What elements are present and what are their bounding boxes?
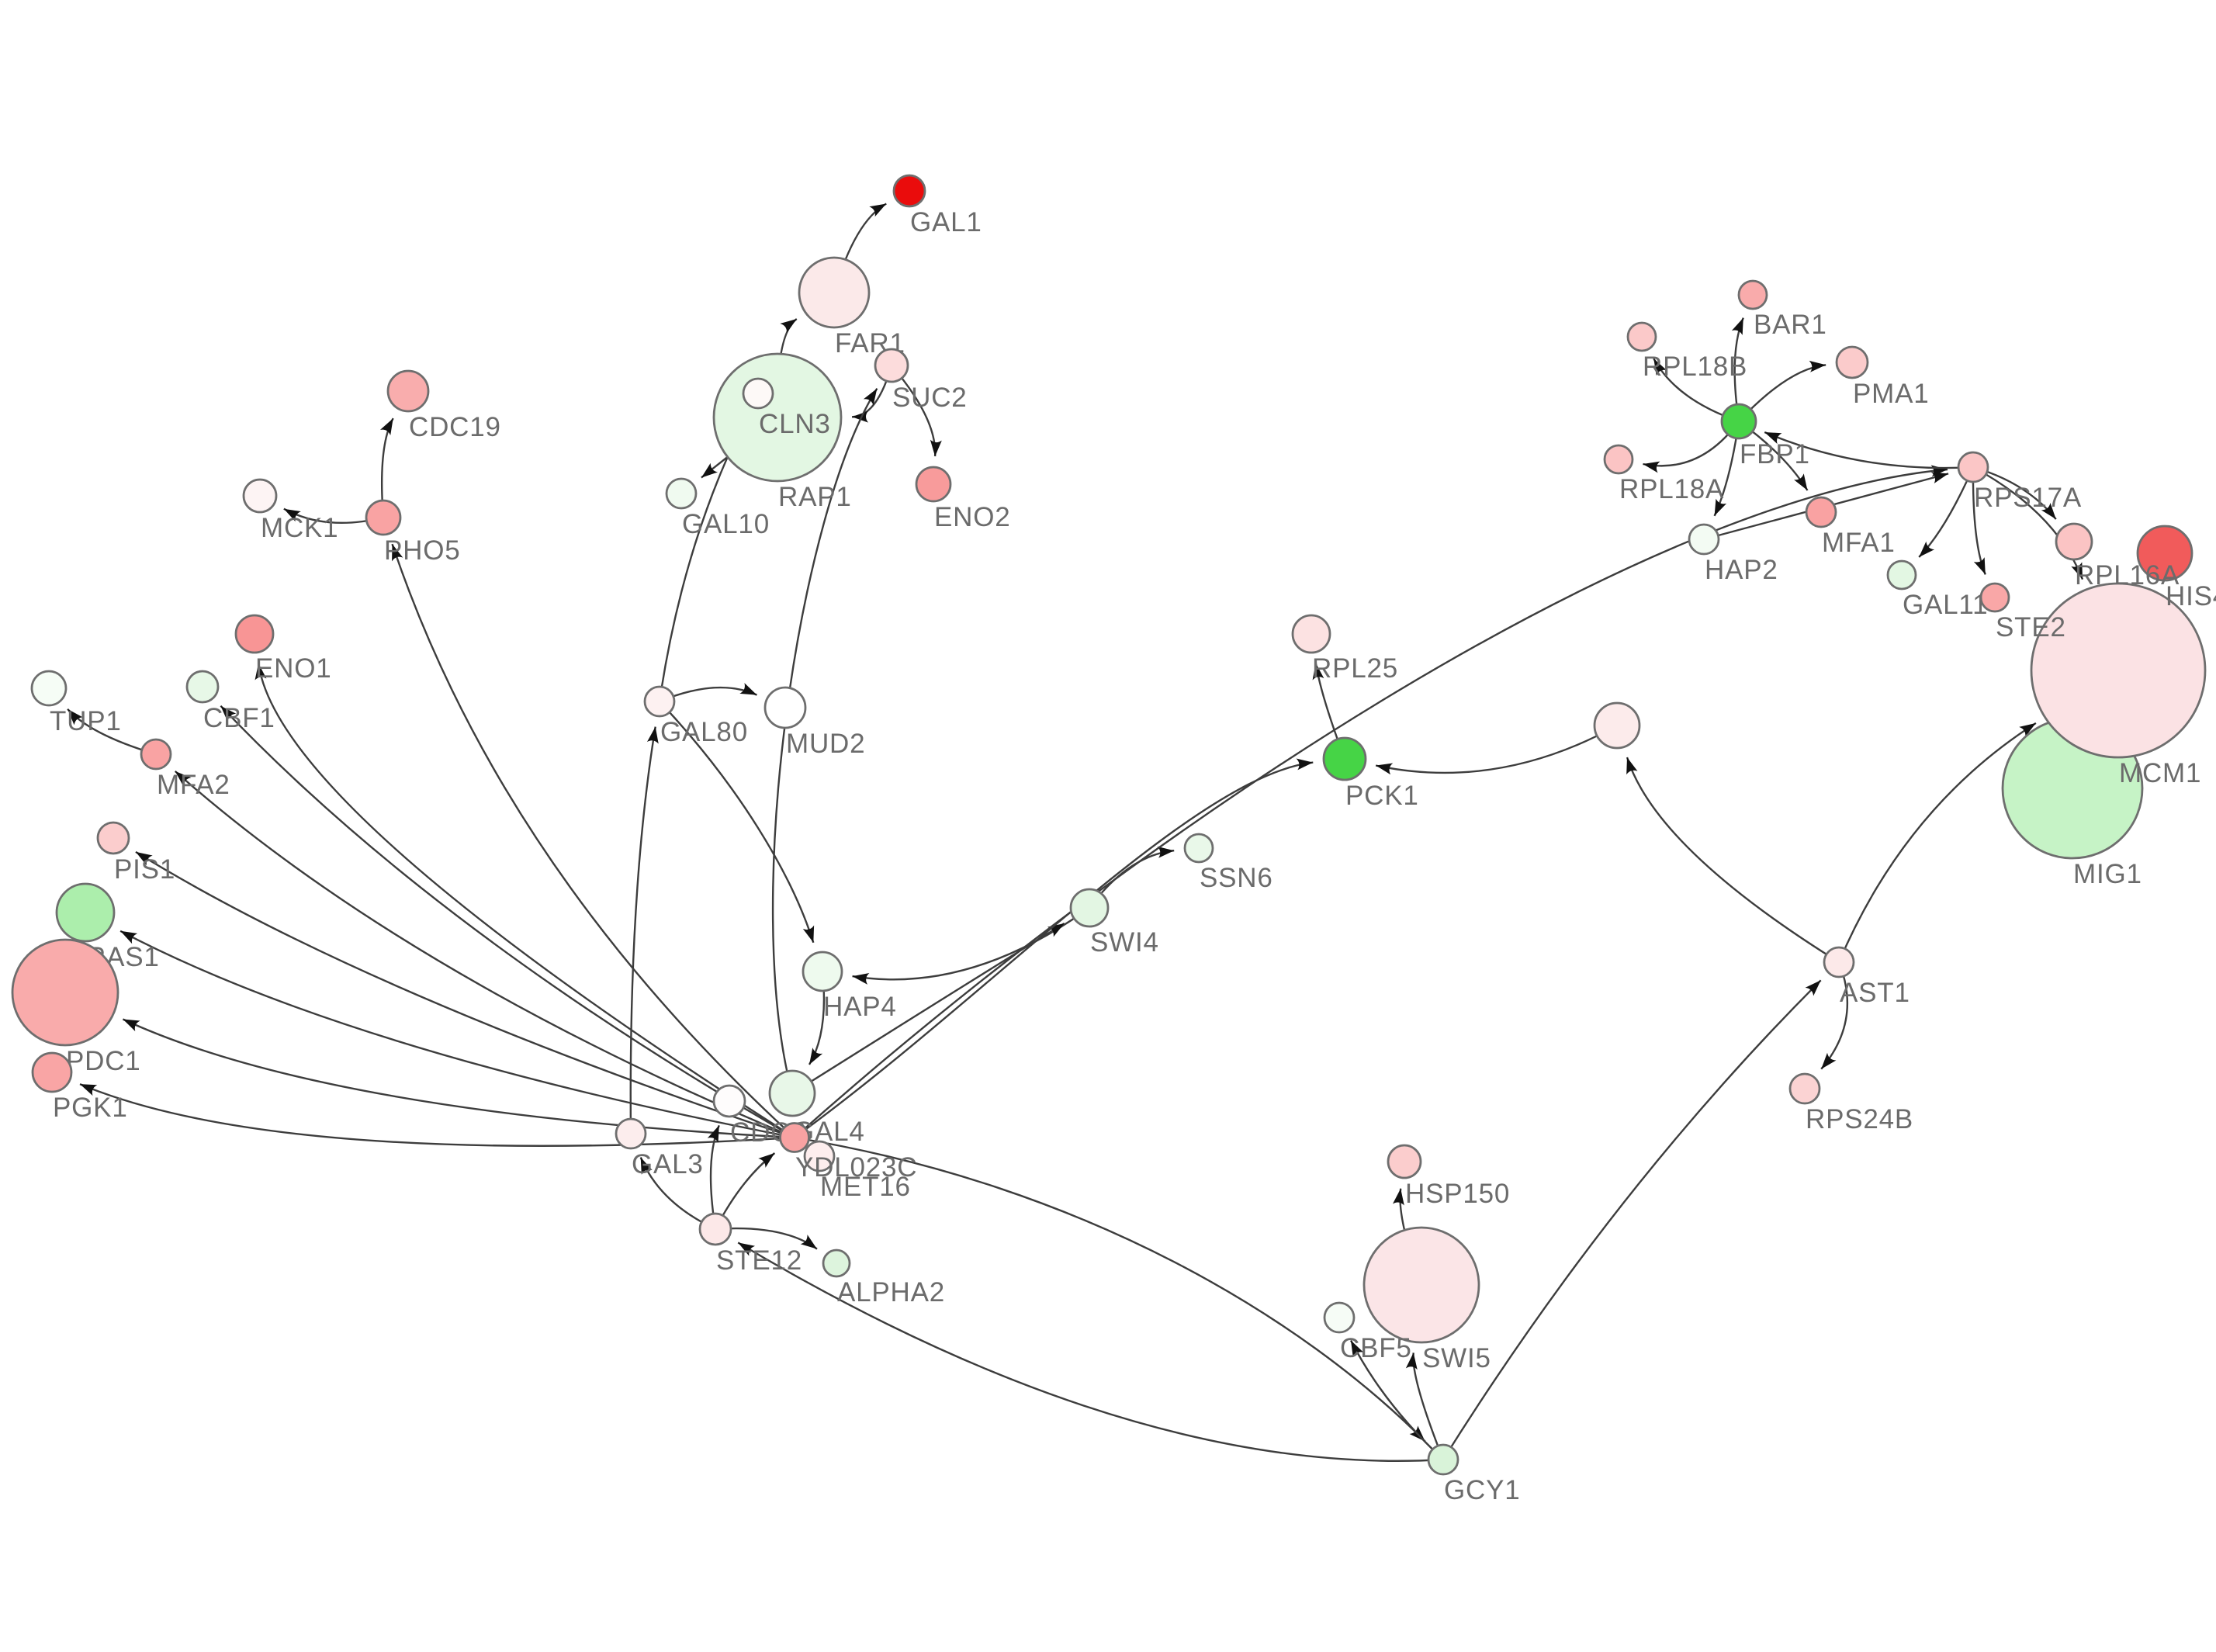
svg-text:HIS4: HIS4 <box>2166 581 2216 611</box>
svg-text:ENO1: ENO1 <box>255 653 332 684</box>
svg-text:MFA1: MFA1 <box>1822 528 1896 558</box>
svg-text:STE12: STE12 <box>716 1245 802 1276</box>
svg-text:SWI5: SWI5 <box>1422 1343 1491 1373</box>
svg-text:PGK1: PGK1 <box>53 1093 128 1123</box>
svg-text:GAL11: GAL11 <box>1903 590 1988 620</box>
svg-text:RAP1: RAP1 <box>778 482 852 512</box>
svg-text:PCK1: PCK1 <box>1345 781 1419 811</box>
svg-text:RPL25: RPL25 <box>1312 653 1398 684</box>
svg-text:GAL10: GAL10 <box>682 509 770 539</box>
svg-text:GAL80: GAL80 <box>660 717 748 747</box>
svg-text:GAL1: GAL1 <box>910 207 982 237</box>
svg-text:FBP1: FBP1 <box>1740 439 1810 469</box>
svg-text:MET16: MET16 <box>820 1172 911 1202</box>
svg-text:YDL023C: YDL023C <box>795 1152 917 1183</box>
svg-text:MCM1: MCM1 <box>2119 758 2201 788</box>
svg-text:MIG1: MIG1 <box>2073 859 2142 889</box>
svg-text:ALPHA2: ALPHA2 <box>837 1277 945 1307</box>
svg-text:RPS24B: RPS24B <box>1806 1104 1913 1134</box>
svg-text:ENO2: ENO2 <box>934 502 1011 532</box>
svg-text:MCK1: MCK1 <box>261 513 338 543</box>
svg-text:CDC19: CDC19 <box>409 412 501 442</box>
svg-text:HSP150: HSP150 <box>1405 1179 1510 1209</box>
svg-text:SWI4: SWI4 <box>1090 927 1159 958</box>
svg-text:RPL16A: RPL16A <box>2075 560 2180 590</box>
svg-text:GAL3: GAL3 <box>632 1149 704 1179</box>
svg-text:HAP2: HAP2 <box>1705 555 1778 585</box>
svg-text:PHO5: PHO5 <box>384 535 461 566</box>
svg-text:MFA2: MFA2 <box>157 770 230 800</box>
svg-text:RPL18A: RPL18A <box>1619 474 1724 504</box>
svg-text:TUP1: TUP1 <box>50 706 122 736</box>
svg-text:RPL18B: RPL18B <box>1643 352 1747 382</box>
svg-text:HAP4: HAP4 <box>823 992 897 1022</box>
svg-text:PIS1: PIS1 <box>114 854 175 885</box>
svg-text:GCY1: GCY1 <box>1444 1475 1521 1505</box>
svg-text:SSN6: SSN6 <box>1200 863 1273 893</box>
svg-text:SUC2: SUC2 <box>892 383 968 413</box>
svg-text:BAR1: BAR1 <box>1754 310 1827 340</box>
svg-text:CBF5: CBF5 <box>1340 1333 1412 1363</box>
svg-text:CLN3: CLN3 <box>759 409 831 439</box>
svg-text:STE2: STE2 <box>1996 612 2066 642</box>
svg-text:PDC1: PDC1 <box>66 1046 141 1076</box>
svg-text:AST1: AST1 <box>1840 978 1910 1008</box>
svg-text:PMA1: PMA1 <box>1853 379 1930 409</box>
svg-text:RPS17A: RPS17A <box>1974 483 2082 513</box>
svg-text:CBF1: CBF1 <box>203 703 275 733</box>
svg-text:MUD2: MUD2 <box>786 729 865 759</box>
